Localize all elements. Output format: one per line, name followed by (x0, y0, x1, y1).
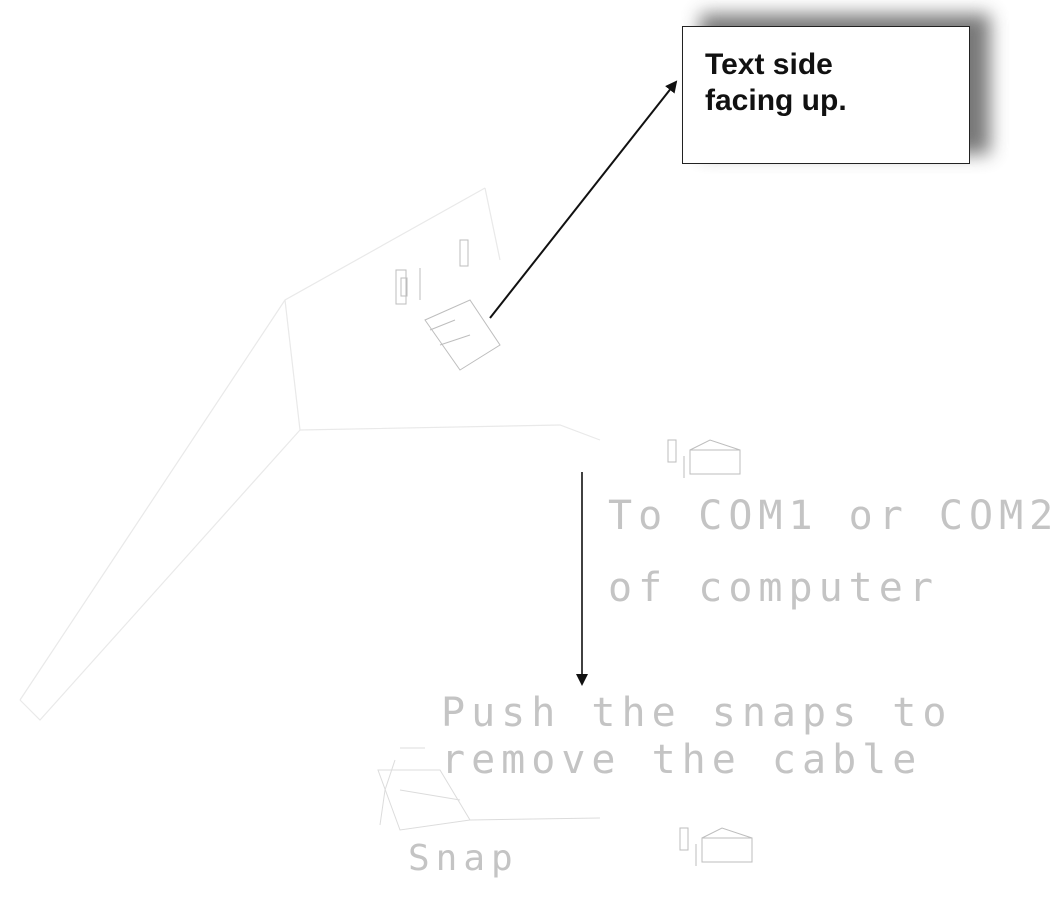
cable-end-drawing-1 (667, 439, 741, 478)
computer-label: of computer (608, 565, 939, 611)
callout-text: Text side facing up. (705, 48, 847, 117)
snap-label: Snap (408, 838, 519, 879)
diagram-canvas: Text side facing up. To COM1 or COM2 of … (19, 14, 1053, 879)
snap-mechanism-drawing (377, 747, 601, 831)
pointer-arrow-to-callout (489, 80, 678, 319)
device-outline (19, 187, 601, 721)
illustration-layer (19, 80, 753, 866)
callout-box: Text side facing up. (682, 26, 970, 164)
cable-end-drawing-2 (679, 827, 753, 866)
push-instruction-line-2: remove the cable (441, 737, 923, 783)
push-instruction-line-1: Push the snaps to (441, 690, 953, 736)
serial-connector-drawing (395, 239, 501, 371)
port-label: To COM1 or COM2 (608, 493, 1059, 539)
